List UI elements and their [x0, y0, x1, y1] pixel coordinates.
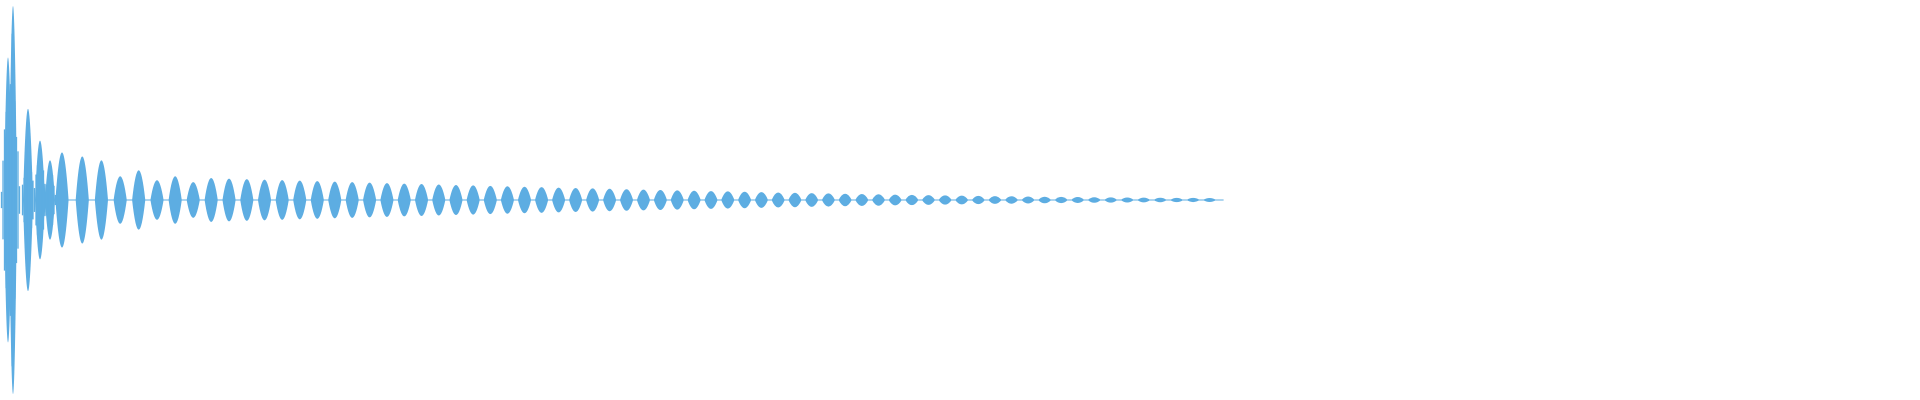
waveform-burst	[0, 5, 57, 395]
